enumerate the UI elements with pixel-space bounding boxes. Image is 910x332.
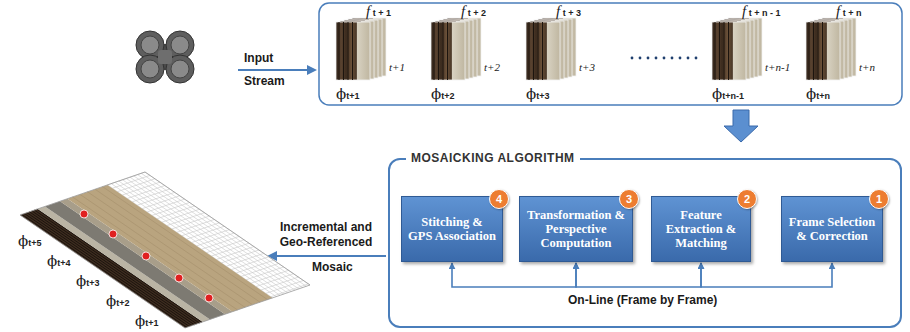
stream-panel <box>319 3 902 105</box>
output-label: Incremental and Geo-Referenced <box>268 220 384 250</box>
process-box: Transformation & Perspective Computation… <box>519 196 633 262</box>
bus-connector <box>701 263 832 287</box>
callout-number: 3 <box>619 189 639 209</box>
frame-label: f t + n - 1 <box>742 3 780 21</box>
callout-number: 1 <box>869 189 889 209</box>
frame-stacks <box>336 18 856 80</box>
time-label: t+2 <box>484 60 500 74</box>
pose-label: ϕt+2 <box>106 292 130 311</box>
time-label: t+1 <box>389 60 405 74</box>
stream-label: Input <box>244 51 273 66</box>
process-text: Feature Extraction & Matching <box>658 208 744 250</box>
bus-connector <box>576 263 701 287</box>
pose-label: ϕt+2 <box>431 85 455 104</box>
process-text: Stitching & GPS Association <box>408 215 496 243</box>
pose-label: ϕt+5 <box>18 232 42 251</box>
algorithm-panel: MOSAICKING ALGORITHMStitching & GPS Asso… <box>388 158 902 328</box>
drone-icon <box>136 31 194 83</box>
callout-number: 4 <box>489 189 509 209</box>
frame-label: f t + 2 <box>461 3 486 21</box>
mosaic-illustration <box>20 172 310 328</box>
output-label: Mosaic <box>312 260 353 275</box>
process-text: Transformation & Perspective Computation <box>526 208 626 250</box>
frame-label: f t + 1 <box>366 3 391 21</box>
frame-label: f t + n <box>836 3 861 21</box>
panel-title: MOSAICKING ALGORITHM <box>406 151 580 166</box>
frame-label: f t + 3 <box>556 3 581 21</box>
pose-label: ϕt+3 <box>76 272 100 291</box>
pose-label: ϕt+4 <box>47 252 71 271</box>
process-text: Frame Selection & Correction <box>788 215 876 243</box>
pose-label: ϕt+1 <box>336 85 360 104</box>
pose-label: ϕt+n <box>806 85 830 104</box>
time-label: t+n-1 <box>765 60 790 74</box>
stream-label: Stream <box>244 74 285 89</box>
process-box: Feature Extraction & Matching2 <box>651 196 751 262</box>
pose-label: ϕt+3 <box>526 85 550 104</box>
pose-label: ϕt+1 <box>135 312 159 331</box>
process-box: Stitching & GPS Association4 <box>401 196 503 262</box>
pose-label: ϕt+n-1 <box>712 85 744 104</box>
process-box: Frame Selection & Correction1 <box>781 196 883 262</box>
callout-number: 2 <box>737 189 757 209</box>
time-label: t+n <box>859 60 875 74</box>
bus-label: On-Line (Frame by Frame) <box>568 293 717 308</box>
time-label: t+3 <box>579 60 595 74</box>
bus-connector <box>452 263 576 287</box>
